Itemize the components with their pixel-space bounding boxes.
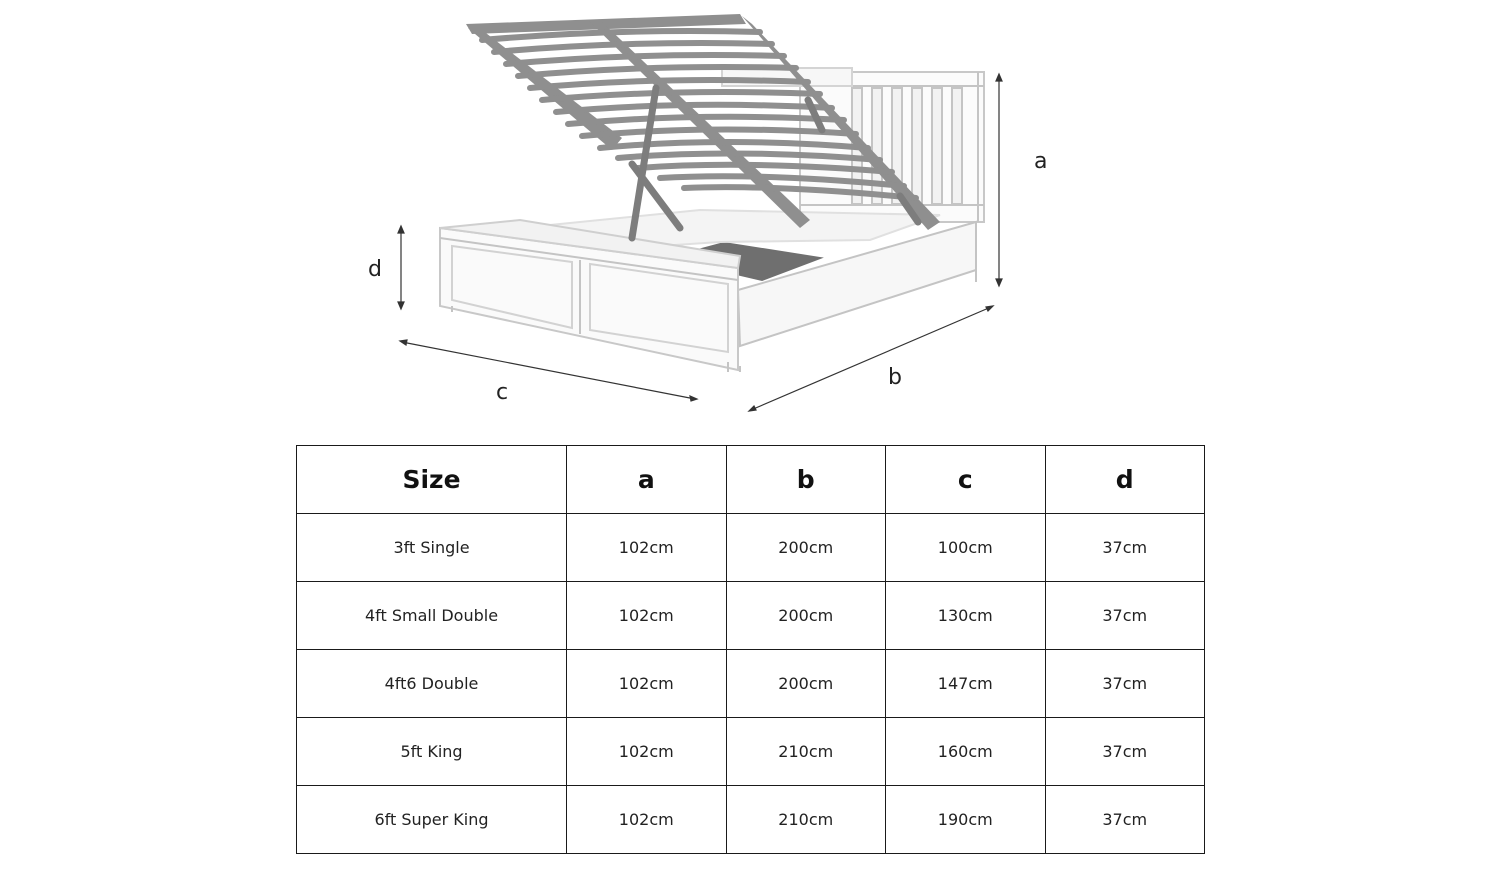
dimension-lines <box>397 72 1003 412</box>
table-row: 4ft Small Double 102cm 200cm 130cm 37cm <box>296 581 1205 650</box>
table-cell-b: 200cm <box>725 513 886 582</box>
dimension-label-b: b <box>888 365 902 390</box>
slat-platform <box>466 14 940 242</box>
table-cell-size: 4ft6 Double <box>296 649 567 718</box>
table-cell-d: 37cm <box>1044 649 1205 718</box>
column-header-a: a <box>566 445 727 514</box>
table-cell-b: 210cm <box>725 785 886 854</box>
dimension-line-b <box>750 306 992 411</box>
bed-illustration <box>439 67 985 372</box>
bed-dimension-diagram: a d c b <box>368 14 1047 412</box>
table-cell-c: 160cm <box>885 717 1046 786</box>
table-cell-b: 200cm <box>725 581 886 650</box>
table-cell-c: 130cm <box>885 581 1046 650</box>
side-rail <box>736 220 977 348</box>
table-cell-size: 6ft Super King <box>296 785 567 854</box>
dimension-line-c <box>401 341 696 400</box>
table-cell-a: 102cm <box>566 513 727 582</box>
dimension-label-c: c <box>496 380 508 405</box>
table-cell-d: 37cm <box>1044 581 1205 650</box>
table-cell-a: 102cm <box>566 581 727 650</box>
table-cell-d: 37cm <box>1044 717 1205 786</box>
table-cell-size: 4ft Small Double <box>296 581 567 650</box>
table-cell-a: 102cm <box>566 649 727 718</box>
footboard <box>439 218 742 372</box>
table-cell-size: 5ft King <box>296 717 567 786</box>
size-dimensions-table: Size a b c d 3ft Single 102cm 200cm 100c… <box>296 445 1205 854</box>
table-cell-size: 3ft Single <box>296 513 567 582</box>
column-header-size: Size <box>296 445 567 514</box>
dimension-label-a: a <box>1034 149 1047 174</box>
table-row: 4ft6 Double 102cm 200cm 147cm 37cm <box>296 649 1205 718</box>
table-cell-c: 190cm <box>885 785 1046 854</box>
table-cell-d: 37cm <box>1044 785 1205 854</box>
column-header-c: c <box>885 445 1046 514</box>
column-header-d: d <box>1044 445 1205 514</box>
table-cell-a: 102cm <box>566 785 727 854</box>
dimension-label-d: d <box>368 257 382 282</box>
column-header-b: b <box>725 445 886 514</box>
table-cell-c: 100cm <box>885 513 1046 582</box>
table-row: 6ft Super King 102cm 210cm 190cm 37cm <box>296 785 1205 854</box>
table-cell-b: 200cm <box>725 649 886 718</box>
table-row: 5ft King 102cm 210cm 160cm 37cm <box>296 717 1205 786</box>
table-header-row: Size a b c d <box>296 445 1205 514</box>
table-cell-c: 147cm <box>885 649 1046 718</box>
table-cell-d: 37cm <box>1044 513 1205 582</box>
headboard <box>721 67 985 282</box>
table-cell-b: 210cm <box>725 717 886 786</box>
table-row: 3ft Single 102cm 200cm 100cm 37cm <box>296 513 1205 582</box>
table-cell-a: 102cm <box>566 717 727 786</box>
